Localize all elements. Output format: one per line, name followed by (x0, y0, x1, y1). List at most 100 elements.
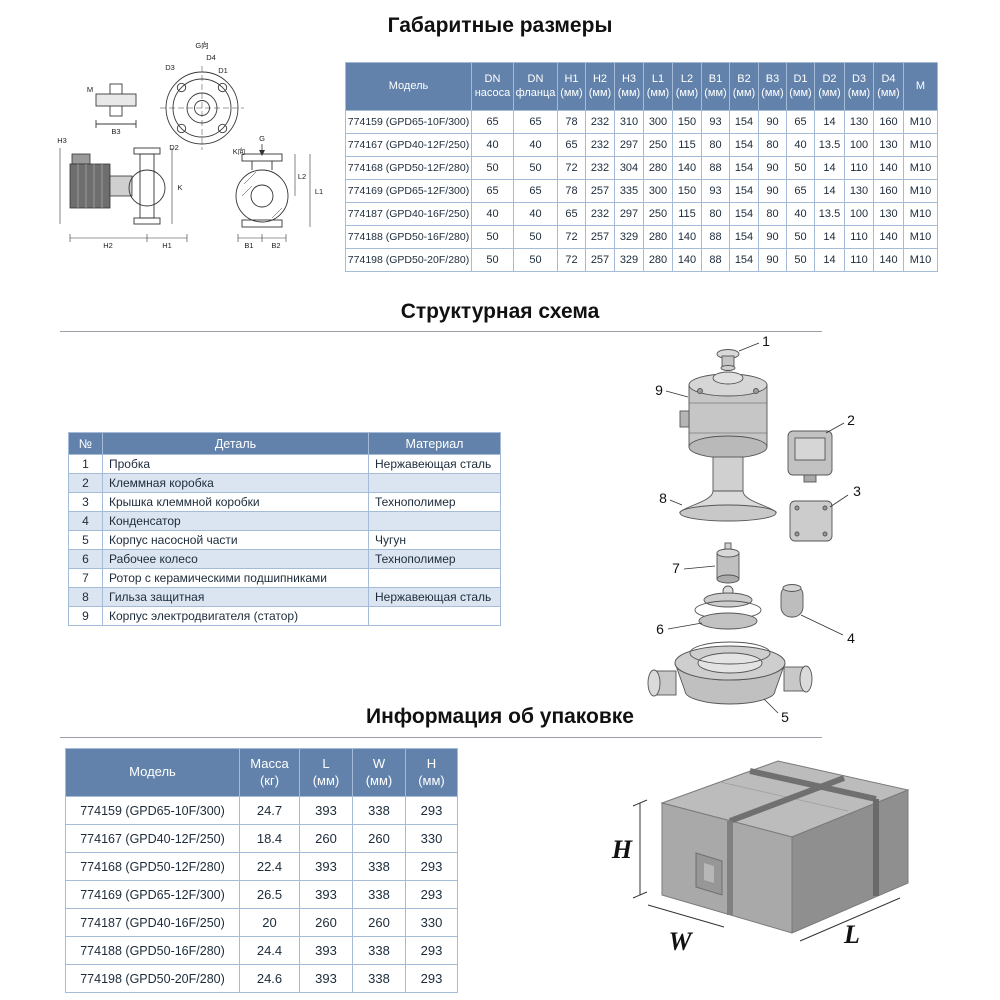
callout-1: 1 (762, 333, 770, 349)
callout-numbers: 1 2 3 4 5 6 7 8 9 (655, 333, 861, 725)
table-cell: 50 (471, 248, 514, 272)
part-pump-body (647, 641, 813, 705)
table-cell: 88 (701, 156, 730, 180)
table-cell: 80 (701, 133, 730, 157)
table-cell: 232 (585, 110, 615, 134)
column-header: Модель (345, 62, 472, 111)
dim-label-d1: D1 (218, 66, 228, 75)
table-cell: 40 (786, 202, 815, 226)
table-cell: 257 (585, 248, 615, 272)
column-header: Материал (368, 432, 501, 455)
table-cell: 24.6 (239, 964, 300, 993)
table-cell: 257 (585, 179, 615, 203)
table-cell: 14 (814, 179, 845, 203)
table-cell: 50 (786, 248, 815, 272)
table-cell: 154 (729, 133, 759, 157)
table-cell: 93 (701, 110, 730, 134)
callout-3: 3 (853, 483, 861, 499)
side-view (59, 147, 188, 242)
table-cell: 140 (672, 156, 702, 180)
part-rotor (716, 542, 740, 584)
part-terminal-box (787, 430, 833, 483)
dim-label-k-dir: K向 (233, 146, 246, 156)
table-cell: 338 (352, 964, 406, 993)
section-title-packaging: Информация об упаковке (366, 705, 634, 728)
part-plug (716, 349, 740, 371)
column-header: L1(мм) (643, 62, 673, 111)
table-cell: 5 (68, 530, 103, 550)
part-capacitor (780, 584, 804, 618)
table-cell: 774169 (GPD65-12F/300) (65, 880, 240, 909)
part-impeller (694, 585, 762, 630)
table-cell: 280 (643, 225, 673, 249)
table-cell: 280 (643, 156, 673, 180)
table-cell: 250 (643, 202, 673, 226)
table-cell: 310 (614, 110, 644, 134)
callout-7: 7 (672, 560, 680, 576)
column-header: H3(мм) (614, 62, 644, 111)
table-cell: 774187 (GPD40-16F/250) (65, 908, 240, 937)
package-label-l: L (843, 920, 860, 949)
part-terminal-box-cover (789, 500, 833, 542)
table-cell: Пробка (102, 454, 369, 474)
table-cell: 50 (513, 156, 558, 180)
table-cell: 154 (729, 110, 759, 134)
table-cell: 50 (471, 156, 514, 180)
table-cell: 110 (844, 248, 874, 272)
column-header: Модель (65, 748, 240, 797)
column-header: Деталь (102, 432, 369, 455)
table-cell: 154 (729, 156, 759, 180)
table-cell: 8 (68, 587, 103, 607)
dim-label-h1: H1 (162, 241, 172, 250)
table-cell: Чугун (368, 530, 501, 550)
column-header: D1(мм) (786, 62, 815, 111)
table-cell: 130 (844, 110, 874, 134)
section-title-dimensions: Габаритные размеры (387, 14, 613, 37)
table-cell: 110 (844, 156, 874, 180)
table-cell: 40 (471, 202, 514, 226)
table-cell: 293 (405, 936, 458, 965)
table-cell: 297 (614, 202, 644, 226)
table-cell: 50 (786, 156, 815, 180)
table-cell: 65 (513, 179, 558, 203)
table-cell: Ротор с керамическими подшипниками (102, 568, 369, 588)
dim-label-d2: D2 (169, 143, 179, 152)
table-cell: 260 (352, 908, 406, 937)
table-cell: 338 (352, 796, 406, 825)
table-cell: 280 (643, 248, 673, 272)
column-header: B1(мм) (701, 62, 730, 111)
table-cell: 22.4 (239, 852, 300, 881)
table-cell: 115 (672, 133, 702, 157)
table-cell: M10 (903, 133, 938, 157)
column-header: H1(мм) (557, 62, 586, 111)
dimension-labels: G向 D4 D1 D3 D2 K向 M B3 K H3 H2 H1 G B1 B… (57, 40, 323, 250)
section-title-structure: Структурная схема (400, 300, 600, 323)
table-cell: 65 (557, 133, 586, 157)
table-cell: Крышка клеммной коробки (102, 492, 369, 512)
table-cell: 232 (585, 133, 615, 157)
table-cell (368, 568, 501, 588)
column-header: D3(мм) (844, 62, 874, 111)
table-cell: Корпус насосной части (102, 530, 369, 550)
column-header: H(мм) (405, 748, 458, 797)
table-cell: Технополимер (368, 492, 501, 512)
table-cell: 1 (68, 454, 103, 474)
table-cell: 7 (68, 568, 103, 588)
table-cell: 393 (299, 796, 353, 825)
table-cell: 335 (614, 179, 644, 203)
table-cell: M10 (903, 202, 938, 226)
table-cell: 154 (729, 248, 759, 272)
